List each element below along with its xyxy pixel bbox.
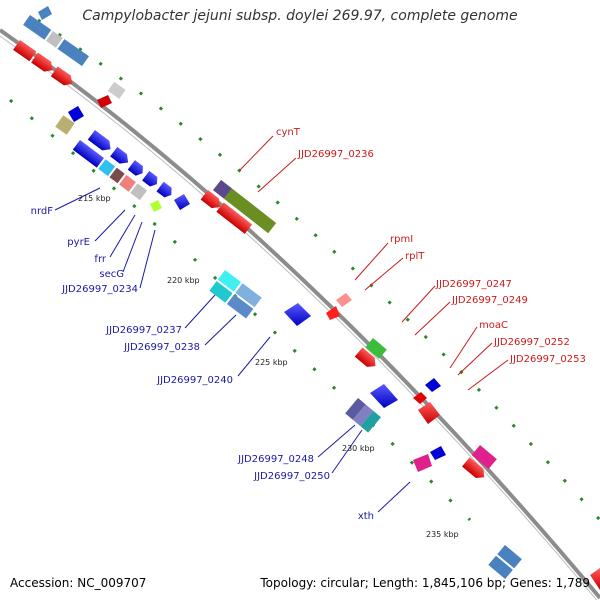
left-gene-labels: nrdF pyrE frr secG JJD26997_0234 JJD2699…	[31, 206, 374, 522]
tick-label: 230 kbp	[342, 444, 375, 453]
gene-label: JJD26997_0250	[253, 471, 330, 482]
gene-label: JJD26997_0240	[156, 375, 233, 386]
gene-label: JJD26997_0237	[105, 325, 182, 336]
reverse-genes	[23, 6, 522, 580]
genome-backbone	[0, 28, 600, 600]
gene-label: cynT	[276, 127, 301, 138]
gene-rpmI-rplT	[326, 293, 352, 320]
map-title: Campylobacter jejuni subsp. doylei 269.9…	[82, 8, 518, 24]
axis-ticks: 215 kbp 220 kbp 225 kbp 230 kbp 235 kbp	[78, 194, 459, 539]
gene-label: JJD26997_0236	[297, 149, 374, 160]
gene-label: frr	[94, 254, 106, 265]
gene-label: pyrE	[67, 237, 90, 248]
right-leaders	[239, 135, 509, 391]
accession-text: Accession: NC_009707	[10, 576, 147, 590]
topology-text: Topology: circular; Length: 1,845,106 bp…	[260, 576, 590, 590]
gene-label: rplT	[405, 251, 425, 262]
tick-label: 215 kbp	[78, 194, 111, 203]
right-gene-labels: cynT JJD26997_0236 rpmI rplT JJD26997_02…	[276, 127, 586, 365]
gene-edge-red	[590, 568, 600, 590]
gene-label: JJD26997_0252	[493, 337, 570, 348]
genome-backbone-shadow	[0, 35, 598, 600]
gene-label: nrdF	[31, 206, 54, 217]
gene-label: moaC	[479, 320, 508, 331]
gene-label: rpmI	[390, 234, 413, 245]
gene-label: JJD26997_0253	[509, 354, 586, 365]
gene-blue-small	[430, 446, 446, 460]
gene-xth	[413, 454, 432, 472]
gene-label: JJD26997_0249	[451, 295, 528, 306]
forward-genes	[13, 40, 600, 590]
gene-label: secG	[99, 269, 124, 280]
tick-label: 235 kbp	[426, 530, 459, 539]
tick-label: 220 kbp	[167, 276, 200, 285]
gene-label: xth	[358, 511, 374, 522]
gene-label: JJD26997_0247	[435, 279, 512, 290]
gene-moaC-group	[413, 378, 441, 424]
left-leaders	[54, 187, 411, 513]
gene-label: JJD26997_0248	[237, 454, 314, 465]
tick-label: 225 kbp	[255, 358, 288, 367]
gene-label: JJD26997_0234	[61, 284, 138, 295]
gene-red-small	[97, 95, 112, 108]
gene-label: JJD26997_0238	[123, 342, 200, 353]
